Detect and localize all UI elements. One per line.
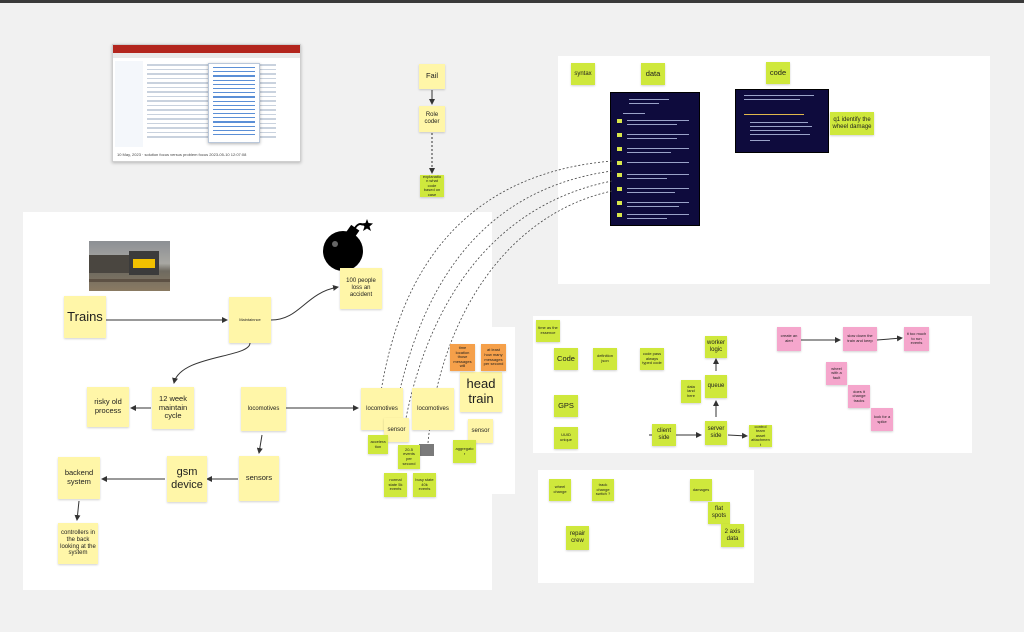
note-wheel-fault[interactable]: wheel with a fault [826, 362, 847, 385]
note-explanation[interactable]: explanation what code based on case [420, 175, 444, 197]
note-accident[interactable]: 100 people loss an accident [340, 268, 382, 309]
bomb-icon [323, 219, 373, 271]
note-maintainnce[interactable]: Maintainnce [229, 297, 271, 343]
note-backend[interactable]: backend system [58, 457, 100, 499]
note-gsm[interactable]: gsm device [167, 456, 207, 502]
note-control-team[interactable]: control team asset attachment [749, 425, 772, 447]
code-panel-data [610, 92, 700, 226]
note-time-essence[interactable]: time as the essence [536, 320, 560, 342]
note-fail[interactable]: Fail [419, 64, 445, 89]
note-server-side[interactable]: server side [705, 421, 727, 445]
note-too-much[interactable]: it too much to run events [904, 327, 929, 351]
note-two-axis[interactable]: 2 axis data [721, 524, 744, 547]
note-queue[interactable]: queue [705, 375, 727, 398]
note-q1[interactable]: q1 identify the wheel damage [830, 112, 874, 135]
note-orange-1[interactable]: time location those messages will [450, 344, 475, 371]
note-uuid[interactable]: UUID unique [554, 427, 578, 449]
note-definition[interactable]: definition json [593, 348, 617, 370]
embedded-screenshot[interactable]: 10 May, 2023 · solution focus versus pro… [112, 44, 301, 162]
note-sensor-2[interactable]: sensor [468, 419, 493, 443]
note-risky[interactable]: risky old process [87, 387, 129, 427]
note-code-mid[interactable]: Code [554, 348, 578, 370]
screenshot-popup [208, 63, 260, 143]
screenshot-url-bar [113, 53, 300, 58]
note-worker[interactable]: worker logic [705, 336, 727, 358]
note-aggregator[interactable]: aggregator [453, 440, 476, 463]
note-syntax[interactable]: syntax [571, 63, 595, 85]
note-repair-crew[interactable]: repair crew [566, 526, 589, 550]
note-locomotives-3[interactable]: locomotives [412, 388, 454, 430]
note-trains[interactable]: Trains [64, 296, 106, 338]
note-wheel-change[interactable]: wheel change [549, 479, 571, 501]
sensor-photo [419, 444, 434, 456]
code-panel-code [735, 89, 829, 153]
screenshot-browser-bar [113, 45, 300, 53]
note-create-alert[interactable]: create an alert [777, 327, 801, 351]
note-controllers[interactable]: controllers in the back looking at the s… [58, 523, 98, 564]
note-normal-state[interactable]: normal state 5k events [384, 473, 407, 497]
note-data[interactable]: data [641, 63, 665, 85]
note-locomotives-1[interactable]: locomotives [241, 387, 286, 431]
note-code-pass[interactable]: code pass always typed code [640, 348, 664, 370]
note-code-top[interactable]: code [766, 62, 790, 84]
note-slow-down[interactable]: slow down the train and keep [843, 327, 877, 351]
note-track-change[interactable]: track change switch ? [592, 479, 614, 501]
note-data-land[interactable]: data land here [681, 380, 701, 403]
note-does-change[interactable]: does it change tracks [848, 385, 870, 408]
screenshot-caption: 10 May, 2023 · solution focus versus pro… [117, 152, 247, 157]
note-head-train[interactable]: head train [460, 372, 502, 412]
note-orange-2[interactable]: at least how many messages per second [481, 344, 506, 371]
note-flat-spots[interactable]: flat spots [708, 502, 730, 524]
note-acceleration[interactable]: acceleration [368, 435, 388, 454]
note-client-side[interactable]: client side [652, 424, 676, 446]
note-gps[interactable]: GPS [554, 395, 578, 417]
note-damages[interactable]: damages [690, 479, 712, 501]
note-events-per-second[interactable]: 20-5 events per second [398, 445, 420, 469]
note-busy-state[interactable]: busy state 40k events [413, 473, 436, 497]
note-spike[interactable]: look for a spike [871, 408, 893, 431]
note-role-coder[interactable]: Role coder [419, 106, 445, 132]
screenshot-sidebar [115, 61, 143, 147]
note-sensor-1[interactable]: sensor [384, 418, 409, 442]
note-cycle[interactable]: 12 week maintain cycle [152, 387, 194, 429]
train-photo [89, 241, 170, 291]
note-sensors[interactable]: sensors [239, 456, 279, 501]
connectors [74, 90, 903, 521]
